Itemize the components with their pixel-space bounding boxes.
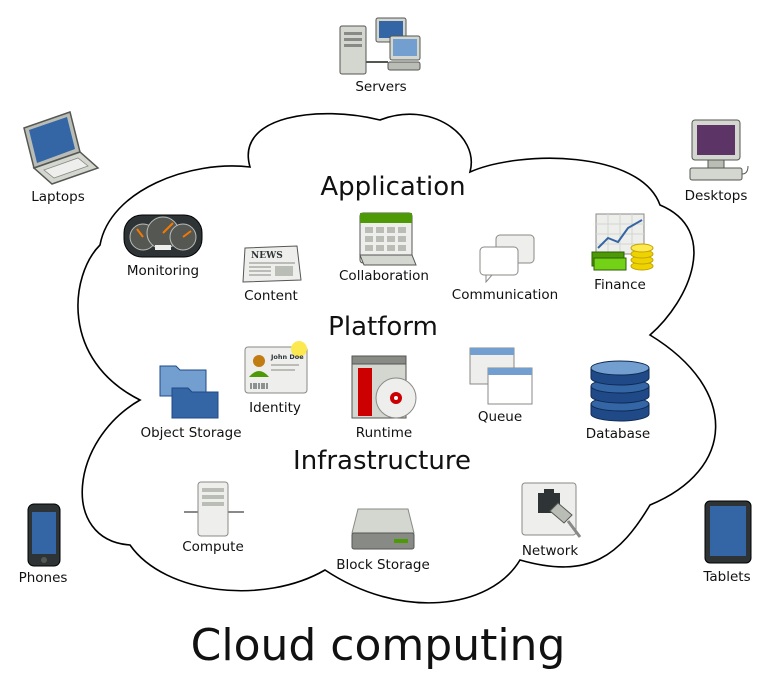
infrastructure-heading: Infrastructure	[293, 446, 471, 476]
network-label: Network	[521, 543, 579, 559]
hard-drive-icon	[350, 505, 416, 553]
chat-bubbles-icon	[478, 233, 536, 283]
finance-label: Finance	[594, 277, 646, 293]
block-storage-label: Block Storage	[336, 557, 430, 573]
runtime-box-icon	[350, 354, 422, 422]
folders-icon	[158, 358, 222, 422]
queue-label: Queue	[477, 409, 523, 425]
page-title: Cloud computing	[190, 620, 566, 671]
content-label: Content	[244, 288, 298, 304]
laptops-label: Laptops	[31, 189, 85, 205]
phone-icon	[27, 503, 61, 567]
compute-label: Compute	[182, 539, 244, 555]
queue-windows-icon	[468, 346, 536, 408]
compute-tower-icon	[184, 480, 244, 538]
collaboration-label: Collaboration	[339, 268, 429, 284]
calendar-icon	[356, 211, 418, 267]
object-storage-label: Object Storage	[140, 425, 242, 441]
platform-heading: Platform	[328, 312, 438, 342]
database-label: Database	[585, 426, 651, 442]
desktop-icon	[686, 118, 750, 184]
finance-chart-icon	[590, 212, 656, 272]
id-card-icon: John Doe	[243, 339, 313, 395]
database-icon	[589, 358, 651, 422]
phones-label: Phones	[18, 570, 68, 586]
news-text: NEWS	[251, 251, 283, 261]
servers-label: Servers	[355, 79, 407, 95]
desktops-label: Desktops	[684, 188, 748, 204]
monitoring-label: Monitoring	[126, 263, 200, 279]
runtime-label: Runtime	[355, 425, 413, 441]
network-port-icon	[520, 481, 584, 543]
identity-label: Identity	[249, 400, 301, 416]
gauge-icon	[123, 211, 203, 259]
application-heading: Application	[320, 172, 466, 202]
tablet-icon	[704, 500, 752, 564]
communication-label: Communication	[451, 287, 559, 303]
id-card-name: John Doe	[270, 353, 304, 361]
servers-icon	[338, 14, 422, 76]
laptop-icon	[18, 110, 100, 186]
newspaper-icon: NEWS	[241, 244, 303, 284]
tablets-label: Tablets	[703, 569, 751, 585]
